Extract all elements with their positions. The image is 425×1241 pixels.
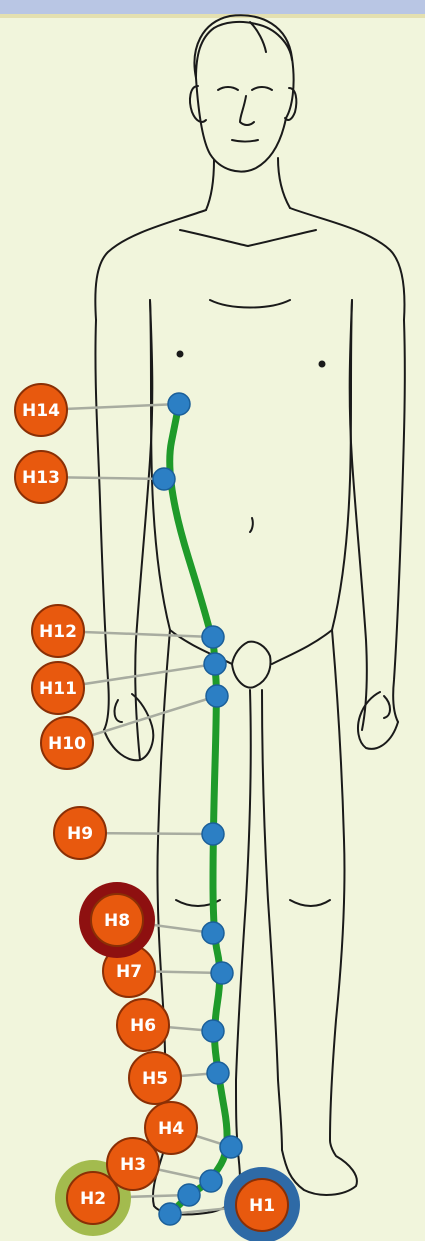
point-dot-h9[interactable] xyxy=(202,823,224,845)
point-badge-h1[interactable]: H1 xyxy=(224,1167,300,1241)
point-dot-h6[interactable] xyxy=(202,1020,224,1042)
point-badge-h12[interactable]: H12 xyxy=(32,605,84,657)
left-knee xyxy=(290,900,330,906)
point-badge-h11[interactable]: H11 xyxy=(32,662,84,714)
point-badge-h4[interactable]: H4 xyxy=(145,1102,197,1154)
badge-label-h5: H5 xyxy=(142,1069,168,1089)
left-nipple xyxy=(320,362,325,367)
badge-label-h3: H3 xyxy=(120,1155,146,1175)
point-badge-h10[interactable]: H10 xyxy=(41,717,93,769)
right-thumb xyxy=(115,700,122,722)
badge-label-h12: H12 xyxy=(39,622,77,642)
point-dot-h3[interactable] xyxy=(200,1170,222,1192)
point-dot-h4[interactable] xyxy=(220,1136,242,1158)
badge-label-h7: H7 xyxy=(116,962,142,982)
meridian-line xyxy=(170,404,227,1214)
point-badge-h8[interactable]: H8 xyxy=(79,882,155,958)
left-leg-outer xyxy=(330,630,345,1140)
genitals xyxy=(232,642,270,688)
left-shoulder xyxy=(290,208,404,320)
right-nipple xyxy=(178,352,183,357)
navel xyxy=(250,518,253,532)
badge-label-h8: H8 xyxy=(104,911,130,931)
chest-line xyxy=(210,300,290,308)
point-dot-h11[interactable] xyxy=(204,653,226,675)
badge-label-h6: H6 xyxy=(130,1016,156,1036)
point-badge-h13[interactable]: H13 xyxy=(15,451,67,503)
head-outline xyxy=(194,15,293,171)
badge-label-h4: H4 xyxy=(158,1119,184,1139)
right-arm-inner xyxy=(135,300,152,760)
collarbone xyxy=(180,230,316,246)
right-leg-inner xyxy=(236,690,251,1150)
badge-label-h11: H11 xyxy=(39,679,77,699)
right-hand xyxy=(104,694,153,760)
point-dot-h5[interactable] xyxy=(207,1062,229,1084)
badge-label-h2: H2 xyxy=(80,1189,106,1209)
left-leg-inner xyxy=(262,690,282,1150)
point-dot-h7[interactable] xyxy=(211,962,233,984)
eye-right xyxy=(218,87,238,90)
point-dot-h14[interactable] xyxy=(168,393,190,415)
right-arm-outer xyxy=(95,320,108,730)
left-thumb xyxy=(384,696,390,718)
left-arm-outer xyxy=(393,320,405,722)
badge-label-h9: H9 xyxy=(67,824,93,844)
mouth xyxy=(232,140,258,142)
left-arm-inner xyxy=(350,300,367,730)
point-dot-h8[interactable] xyxy=(202,922,224,944)
neck-left xyxy=(278,158,290,208)
point-badges: H1 H2 H3 H4 H5 H6 H7 H8 H9 H10 H11 H12 H13 H14 xyxy=(15,384,300,1241)
point-dot-h12[interactable] xyxy=(202,626,224,648)
badge-label-h10: H10 xyxy=(48,734,86,754)
badge-label-h1: H1 xyxy=(249,1196,275,1216)
nose xyxy=(240,96,254,125)
point-dot-h10[interactable] xyxy=(206,685,228,707)
point-dot-h2[interactable] xyxy=(178,1184,200,1206)
groin-left xyxy=(272,630,332,664)
badge-label-h13: H13 xyxy=(22,468,60,488)
point-badge-h6[interactable]: H6 xyxy=(117,999,169,1051)
hair-outline xyxy=(196,22,292,78)
torso-left xyxy=(332,300,352,630)
point-badge-h9[interactable]: H9 xyxy=(54,807,106,859)
badge-label-h14: H14 xyxy=(22,401,60,421)
point-badge-h14[interactable]: H14 xyxy=(15,384,67,436)
eye-left xyxy=(252,87,272,90)
point-dot-h1[interactable] xyxy=(159,1203,181,1225)
neck-right xyxy=(206,160,214,210)
point-badge-h5[interactable]: H5 xyxy=(129,1052,181,1104)
point-dot-h13[interactable] xyxy=(153,468,175,490)
